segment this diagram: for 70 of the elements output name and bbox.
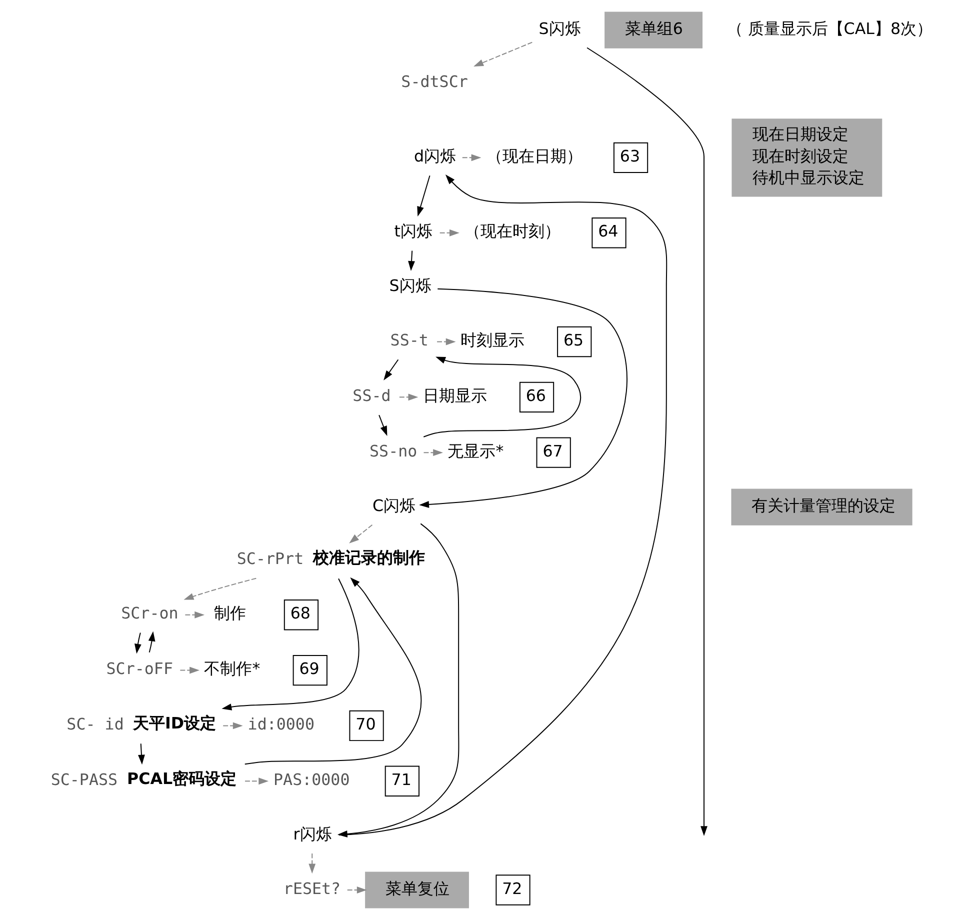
arrow (338, 174, 667, 836)
arrow (408, 250, 414, 271)
arrow (461, 154, 481, 162)
arrow (422, 356, 581, 438)
arrow (184, 611, 204, 618)
node-box: 菜单复位 (364, 872, 468, 908)
node-text: id:0000 (247, 714, 314, 734)
arrow (436, 338, 456, 346)
arrow (148, 631, 155, 653)
node-box: 有关计量管理的设定 (730, 488, 912, 526)
arrow (134, 632, 141, 654)
arrow (398, 394, 418, 401)
arrow (586, 47, 707, 836)
node-text: 不制作* (204, 659, 260, 678)
node-text: （现在时刻） (464, 222, 560, 241)
arrow (346, 886, 366, 894)
node-text: r闪烁 (292, 824, 332, 844)
arrow (378, 414, 387, 436)
arrow (138, 743, 144, 765)
label: 72 (502, 878, 522, 898)
label: 69 (298, 659, 319, 678)
node-text: SCr-oFF (106, 659, 172, 678)
node-label: 校准记录的制作 (312, 548, 425, 568)
arrow (221, 578, 359, 710)
node-text: SS-d (352, 386, 390, 405)
label: 66 (525, 386, 546, 405)
label: 68 (290, 604, 310, 623)
node-text: 无显示* (447, 441, 504, 460)
node-text: SC-rPrt (236, 549, 304, 568)
label: 64 (598, 222, 618, 241)
label: 65 (562, 330, 584, 350)
node-text: SC- id (66, 714, 124, 734)
arrow (418, 288, 627, 508)
arrow (473, 42, 532, 66)
node-box: 菜单组6 (604, 12, 702, 48)
label: 67 (542, 441, 562, 460)
arrow (244, 577, 422, 765)
arrow (308, 852, 316, 874)
arrow (422, 449, 442, 456)
label: 70 (355, 714, 376, 734)
node-text: 时刻显示 (460, 330, 524, 350)
arrow (244, 778, 268, 785)
node-text: C闪烁 (372, 496, 416, 515)
node-text: SC-PASS (50, 770, 118, 789)
node-box: 现在日期设定 现在时刻设定 待机中显示设定 (731, 118, 882, 197)
node-text: S闪烁 (538, 18, 580, 38)
node-text: S闪烁 (388, 276, 431, 296)
arrow (416, 175, 430, 216)
node-label: 天平ID设定 (132, 713, 216, 732)
arrow (183, 578, 256, 600)
node-text: SCr-on (120, 604, 178, 623)
node-text: SS-t (390, 330, 428, 350)
node-text: PAS:0000 (273, 770, 350, 789)
node-text: SS-no (369, 441, 417, 460)
label: 71 (390, 770, 411, 789)
label: 63 (619, 146, 640, 166)
label: （ 质量显示后【CAL】8次） (726, 18, 932, 38)
node-text: t闪烁 (394, 222, 432, 241)
node-text: S-dtSCr (400, 72, 468, 92)
node-text: rESEt? (282, 878, 340, 898)
node-text: （现在日期） (486, 146, 582, 166)
node-label: PCAL密码设定 (126, 768, 236, 788)
arrow (438, 229, 459, 236)
arrow (383, 359, 398, 380)
arrow (179, 666, 199, 674)
node-text: d闪烁 (414, 146, 456, 166)
node-text: 制作 (214, 604, 246, 623)
node-text: 日期显示 (422, 386, 486, 405)
arrow (348, 524, 372, 544)
arrow (222, 722, 242, 730)
